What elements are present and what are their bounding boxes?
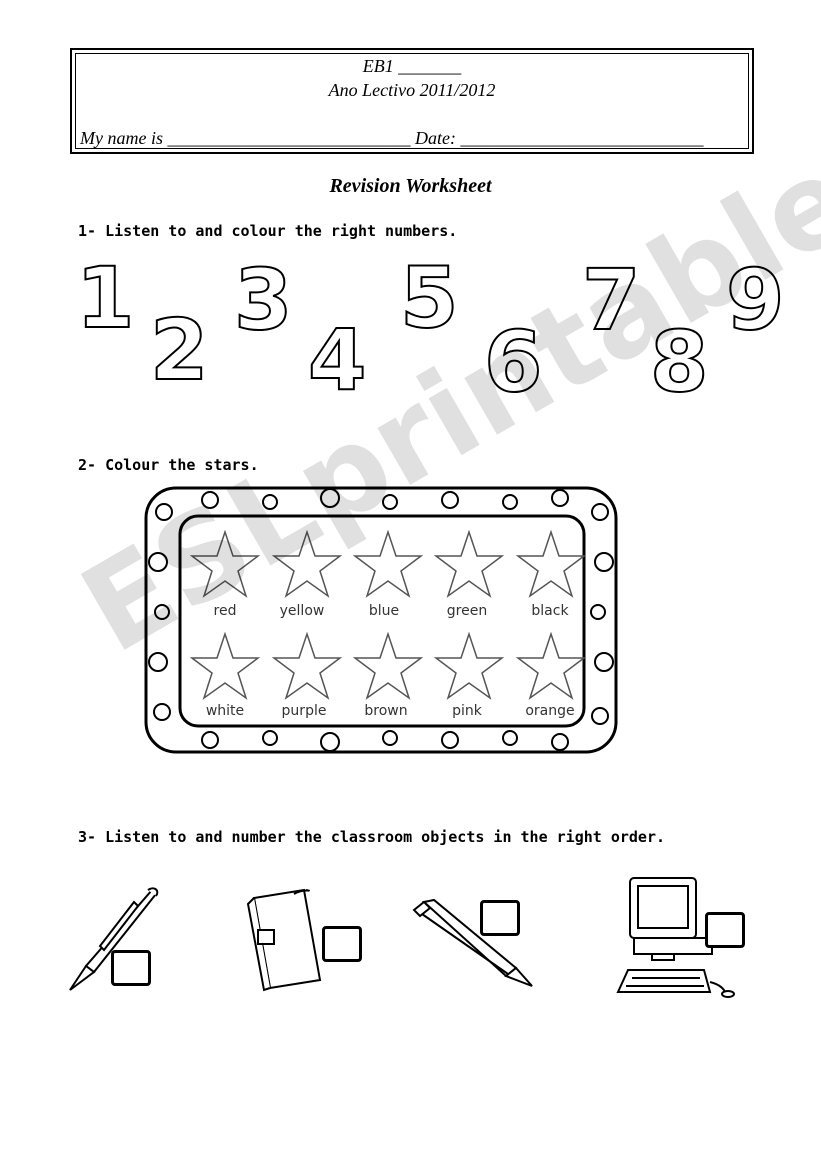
answer-box-pen[interactable] <box>111 950 151 986</box>
answer-box-book[interactable] <box>322 926 362 962</box>
stars-row-1 <box>190 530 587 598</box>
school-line: EB1 _______ <box>362 56 462 76</box>
star-label-yellow: yellow <box>279 603 325 619</box>
number-2[interactable]: 2 <box>149 301 209 399</box>
header-box: EB1 _______ Ano Lectivo 2011/2012 My nam… <box>70 48 754 154</box>
instruction-1: 1- Listen to and colour the right number… <box>78 222 458 240</box>
star-purple <box>271 632 343 700</box>
star-yellow <box>271 530 343 598</box>
star-red <box>190 530 261 598</box>
star-green <box>433 530 505 598</box>
answer-box-computer[interactable] <box>705 912 745 948</box>
star-pink <box>433 632 505 700</box>
computer-icon <box>616 877 735 998</box>
number-1[interactable]: 1 <box>75 249 135 347</box>
star-white <box>190 632 261 700</box>
answer-box-pencil[interactable] <box>480 900 520 936</box>
name-date-line: My name is ___________________________ D… <box>80 128 704 148</box>
stars-row-2 <box>190 632 587 700</box>
star-label-red: red <box>213 603 237 619</box>
star-label-pink: pink <box>452 703 482 719</box>
pen-icon <box>69 887 159 991</box>
header-inner-border <box>75 53 749 149</box>
star-label-orange: orange <box>525 703 575 719</box>
instruction-2: 2- Colour the stars. <box>78 456 259 474</box>
number-9[interactable]: 9 <box>725 251 785 349</box>
school-year: Ano Lectivo 2011/2012 <box>328 80 496 100</box>
page-title: Revision Worksheet <box>329 175 492 197</box>
number-6[interactable]: 6 <box>483 313 543 411</box>
star-label-blue: blue <box>368 603 400 619</box>
star-black <box>515 530 587 598</box>
number-8[interactable]: 8 <box>649 313 709 411</box>
number-4[interactable]: 4 <box>307 311 367 409</box>
star-label-white: white <box>205 703 245 719</box>
number-7[interactable]: 7 <box>581 251 641 349</box>
star-brown <box>352 632 424 700</box>
number-5[interactable]: 5 <box>399 249 459 347</box>
star-label-brown: brown <box>364 703 408 719</box>
star-blue <box>352 530 424 598</box>
star-label-purple: purple <box>281 703 327 719</box>
pencil-icon <box>412 898 533 987</box>
number-3[interactable]: 3 <box>233 251 293 349</box>
star-orange <box>515 632 587 700</box>
star-label-green: green <box>446 603 488 619</box>
star-label-black: black <box>531 603 569 619</box>
instruction-3: 3- Listen to and number the classroom ob… <box>78 828 665 846</box>
book-icon <box>246 888 322 992</box>
